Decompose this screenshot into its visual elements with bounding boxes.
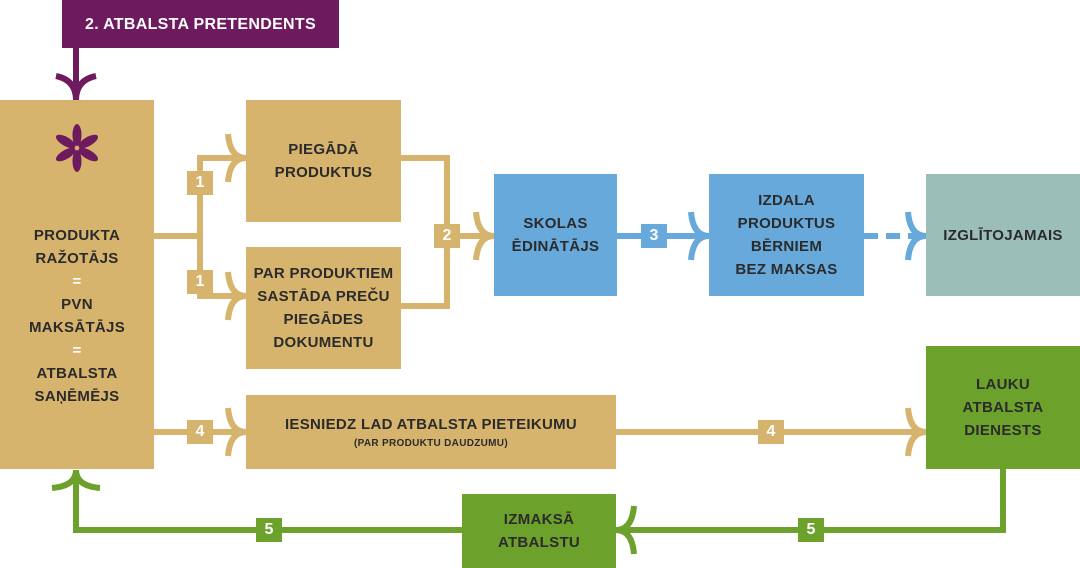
producer-line: SAŅĒMĒJS (34, 388, 120, 405)
service-line: ATBALSTA (962, 399, 1044, 416)
step-badge-5: 5 (798, 518, 824, 542)
payout-line: IZMAKSĀ (503, 511, 575, 528)
payout-box: IZMAKSĀ ATBALSTU (462, 494, 616, 568)
application-box: IESNIEDZ LAD ATBALSTA PIETEIKUMU (PAR PR… (246, 395, 616, 469)
distributes-line: BĒRNIEM (750, 238, 823, 255)
documents-line: PIEGĀDES (283, 311, 364, 328)
step-badge-4: 4 (758, 420, 784, 444)
pupil-box: IZGLĪTOJAMAIS (926, 174, 1080, 296)
green-connectors (51, 469, 1006, 555)
step-badge-3: 3 (641, 224, 667, 248)
step-number: 1 (195, 174, 205, 191)
documents-line: SASTĀDA PREČU (257, 288, 390, 305)
distributes-line: IZDALA (758, 192, 815, 209)
school-caterer-box: SKOLAS ĒDINĀTĀJS (494, 174, 617, 296)
service-line: LAUKU (976, 376, 1030, 393)
application-subtitle: (PAR PRODUKTU DAUDZUMU) (354, 437, 508, 449)
step-number: 1 (195, 273, 205, 290)
distributes-line: PRODUKTUS (737, 215, 836, 232)
service-line: DIENESTS (964, 422, 1042, 439)
producer-line: = (72, 342, 82, 359)
step-number: 5 (806, 521, 816, 538)
producer-box: PRODUKTA RAŽOTĀJS = PVN MAKSĀTĀJS = ATBA… (0, 100, 154, 469)
producer-line: PRODUKTA (33, 227, 121, 244)
header-label: 2. ATBALSTA PRETENDENTS (85, 15, 316, 33)
producer-line: RAŽOTĀJS (35, 250, 119, 267)
step-number: 4 (766, 423, 776, 440)
header-arrow (55, 48, 97, 101)
producer-line: PVN (61, 296, 93, 313)
pupil-label: IZGLĪTOJAMAIS (943, 226, 1063, 244)
delivers-products-box: PIEGĀDĀ PRODUKTUS (246, 100, 401, 222)
delivery-document-box: PAR PRODUKTIEM SASTĀDA PREČU PIEGĀDES DO… (246, 247, 401, 369)
producer-line: ATBALSTA (36, 365, 118, 382)
header-support-applicant: 2. ATBALSTA PRETENDENTS (62, 0, 339, 48)
caterer-line: ĒDINĀTĀJS (511, 238, 600, 255)
step-badge-2: 2 (434, 224, 460, 248)
payout-line: ATBALSTU (497, 534, 581, 551)
producer-line: = (72, 273, 82, 290)
delivers-line: PIEGĀDĀ (288, 141, 359, 158)
distributes-line: BEZ MAKSAS (735, 261, 838, 278)
distributes-products-box: IZDALA PRODUKTUS BĒRNIEM BEZ MAKSAS (709, 174, 864, 296)
application-title: IESNIEDZ LAD ATBALSTA PIETEIKUMU (284, 415, 578, 433)
documents-line: DOKUMENTU (273, 334, 374, 351)
step-number: 4 (195, 423, 205, 440)
step-number: 2 (442, 227, 452, 244)
step-badge-4: 4 (187, 420, 213, 444)
step-badge-1: 1 (187, 171, 213, 195)
caterer-line: SKOLAS (523, 215, 588, 232)
documents-line: PAR PRODUKTIEM (253, 265, 394, 282)
delivers-line: PRODUKTUS (274, 164, 373, 181)
step-badge-1: 1 (187, 270, 213, 294)
asterisk-icon (55, 124, 99, 172)
rural-support-service-box: LAUKU ATBALSTA DIENESTS (926, 346, 1080, 469)
step-number: 5 (264, 521, 274, 538)
step-badge-5: 5 (256, 518, 282, 542)
producer-line: MAKSĀTĀJS (28, 319, 126, 336)
step-number: 3 (649, 227, 659, 244)
